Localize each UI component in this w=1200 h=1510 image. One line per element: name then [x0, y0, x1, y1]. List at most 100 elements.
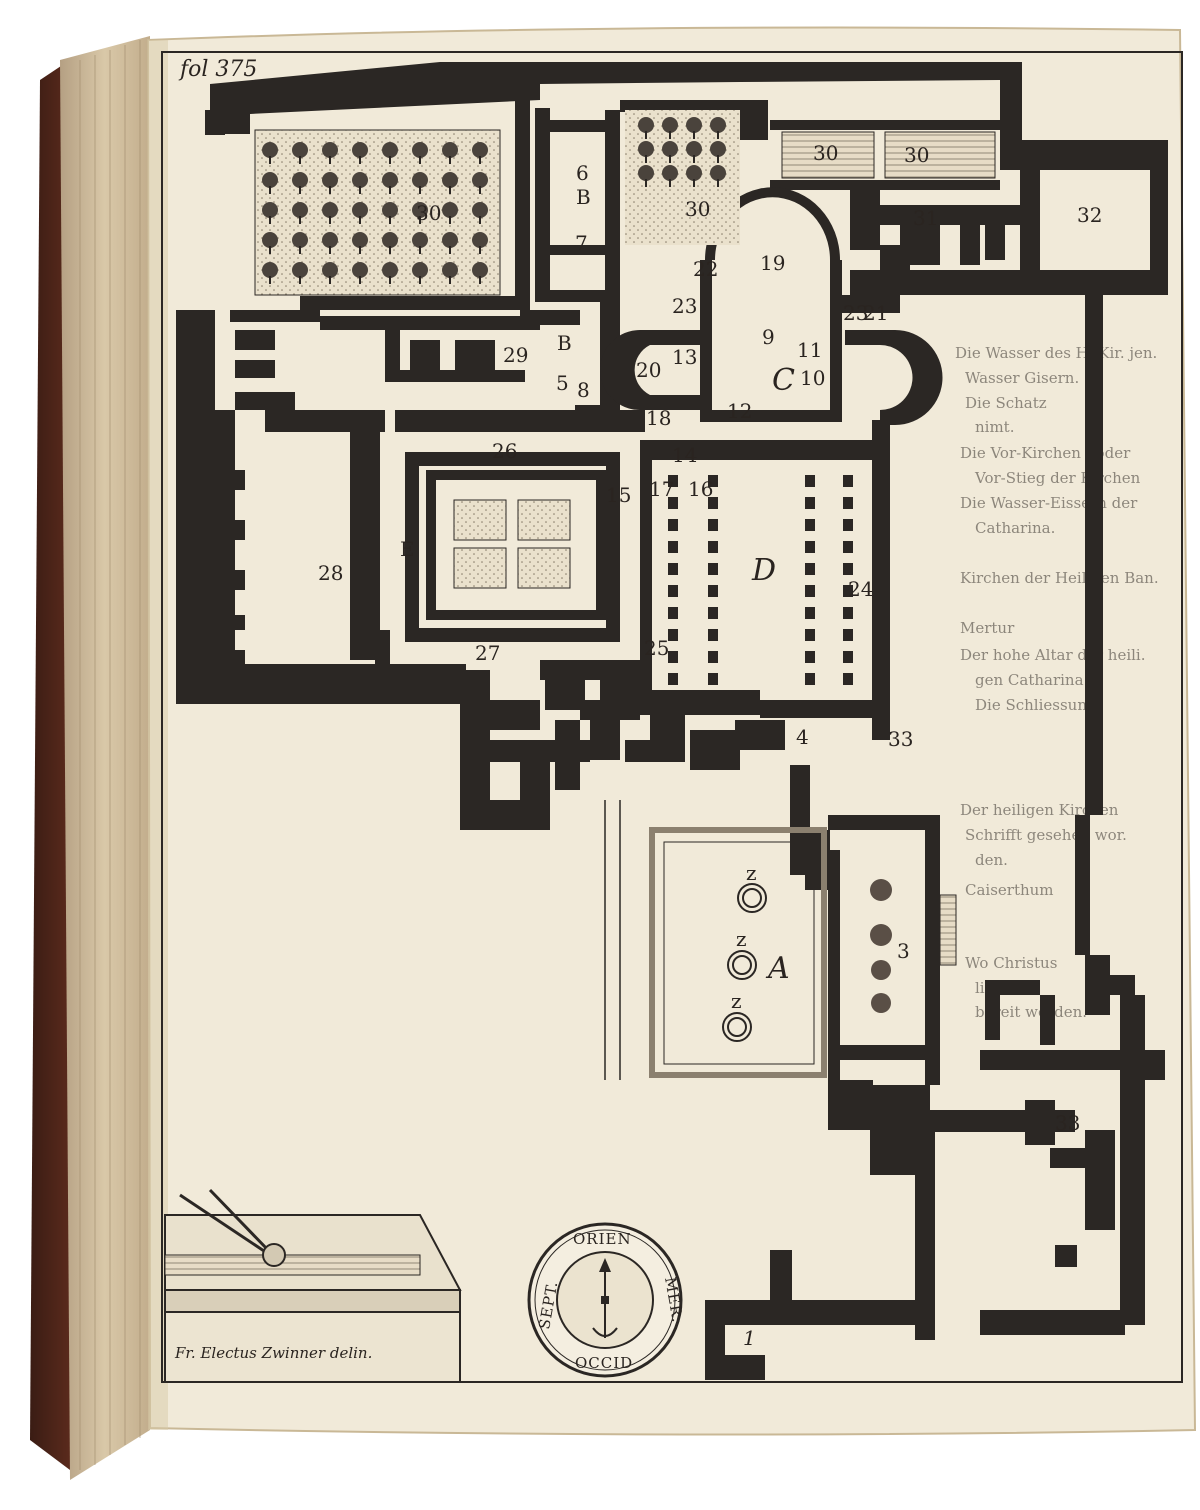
label: 14: [672, 443, 697, 467]
nave-columns: [668, 475, 853, 685]
nave-column: [843, 651, 853, 663]
nave-column: [843, 475, 853, 487]
cloister-parterre: [453, 499, 571, 589]
nave-column: [668, 541, 678, 553]
label: 17: [649, 477, 674, 501]
tree-icon: [472, 142, 488, 164]
fragment: Die Wasser des H. Kir. jen.: [955, 344, 1157, 362]
fragment: Die Wasser-Eissern der: [960, 494, 1138, 512]
court-a-frame: [649, 827, 827, 1078]
nave-column: [668, 585, 678, 597]
tree-icon: [352, 262, 368, 284]
nave-column: [805, 475, 815, 487]
fragment: Kirchen der Heiligen Ban.: [960, 569, 1159, 587]
outer-walls: [176, 62, 1168, 1380]
label: 13: [672, 345, 697, 369]
nave-column: [668, 563, 678, 575]
nave-column: [843, 585, 853, 597]
tree-icon: [662, 117, 678, 139]
label: 27: [475, 641, 500, 665]
tree-icon: [322, 262, 338, 284]
tree-icon: [262, 172, 278, 194]
label: 24: [848, 577, 873, 601]
nave-column: [708, 607, 718, 619]
tree-icon: [382, 172, 398, 194]
compass-rose: ORIEN OCCID SEPT. MER.: [527, 1222, 687, 1378]
page-stack-edges: [60, 36, 150, 1480]
tree-icon: [382, 232, 398, 254]
fragment: Catharina.: [975, 519, 1055, 537]
label: C: [772, 363, 795, 398]
fragment: Wasser Gisern.: [965, 369, 1079, 387]
tree-icon: [262, 262, 278, 284]
label: 9: [762, 325, 775, 349]
fragment: Die Schliessung: [975, 696, 1097, 714]
transept-lobe-right: [845, 330, 943, 425]
drafting-cartouche: Fr. Electus Zwinner delin.: [164, 1188, 462, 1383]
tree-icon: [412, 172, 428, 194]
tree-icon: [322, 202, 338, 224]
tree-icon: [662, 165, 678, 187]
tree-icon: [442, 202, 458, 224]
label: 30: [416, 201, 441, 225]
plan-labels: B 6 7 B 5 8 30 30 30 30 31 32 19 22 23 2…: [318, 141, 1102, 1350]
label: B: [576, 185, 591, 209]
label: 30: [685, 197, 710, 221]
label: 22: [693, 257, 718, 281]
nave-column: [708, 585, 718, 597]
nave-column: [805, 585, 815, 597]
transept-lobe-left: [600, 330, 705, 410]
nave-column: [668, 629, 678, 641]
tree-icon: [472, 172, 488, 194]
tree-icon: [322, 172, 338, 194]
nave-column: [843, 497, 853, 509]
fragment: den.: [975, 851, 1008, 869]
garden-trees: [262, 142, 488, 284]
nave-column: [708, 563, 718, 575]
fragment: Die Vor-Kirchen / oder: [960, 444, 1131, 462]
label: 33: [1055, 1111, 1080, 1135]
tree-icon: [322, 142, 338, 164]
label: 18: [646, 406, 671, 430]
nave-column: [668, 475, 678, 487]
tree-icon: [322, 232, 338, 254]
compass-north: ORIEN: [573, 1230, 632, 1248]
tree-icon: [382, 262, 398, 284]
label: 7: [575, 231, 588, 255]
label: 12: [727, 399, 752, 423]
field-two: [884, 131, 996, 179]
label: 5: [556, 371, 569, 395]
nave-column: [708, 629, 718, 641]
nave-column: [708, 651, 718, 663]
tree-icon: [412, 202, 428, 224]
label: D: [751, 553, 776, 588]
book-binding: [30, 60, 70, 1470]
nave-column: [843, 563, 853, 575]
tree-icon: [292, 172, 308, 194]
fragment: bereit worden.: [975, 1003, 1087, 1021]
field-one: [781, 131, 875, 179]
tree-icon: [292, 142, 308, 164]
label: 32: [1077, 203, 1102, 227]
label: 20: [636, 358, 661, 382]
tree-icon: [472, 202, 488, 224]
nave-column: [708, 541, 718, 553]
steps: [939, 894, 957, 966]
tree-icon: [292, 232, 308, 254]
compass-south: OCCID: [575, 1354, 633, 1372]
tree-icon: [638, 165, 654, 187]
nave-column: [805, 607, 815, 619]
label: 21: [863, 301, 888, 325]
tree-icon: [442, 262, 458, 284]
nave-column: [843, 673, 853, 685]
court-a-wells: [722, 883, 767, 1042]
tree-icon: [686, 165, 702, 187]
tree-icon: [352, 142, 368, 164]
label: 4: [796, 725, 809, 749]
room-3-columns: [870, 879, 892, 1013]
nave-column: [708, 497, 718, 509]
tree-icon: [382, 202, 398, 224]
label: 25: [644, 636, 669, 660]
nave-column: [668, 497, 678, 509]
